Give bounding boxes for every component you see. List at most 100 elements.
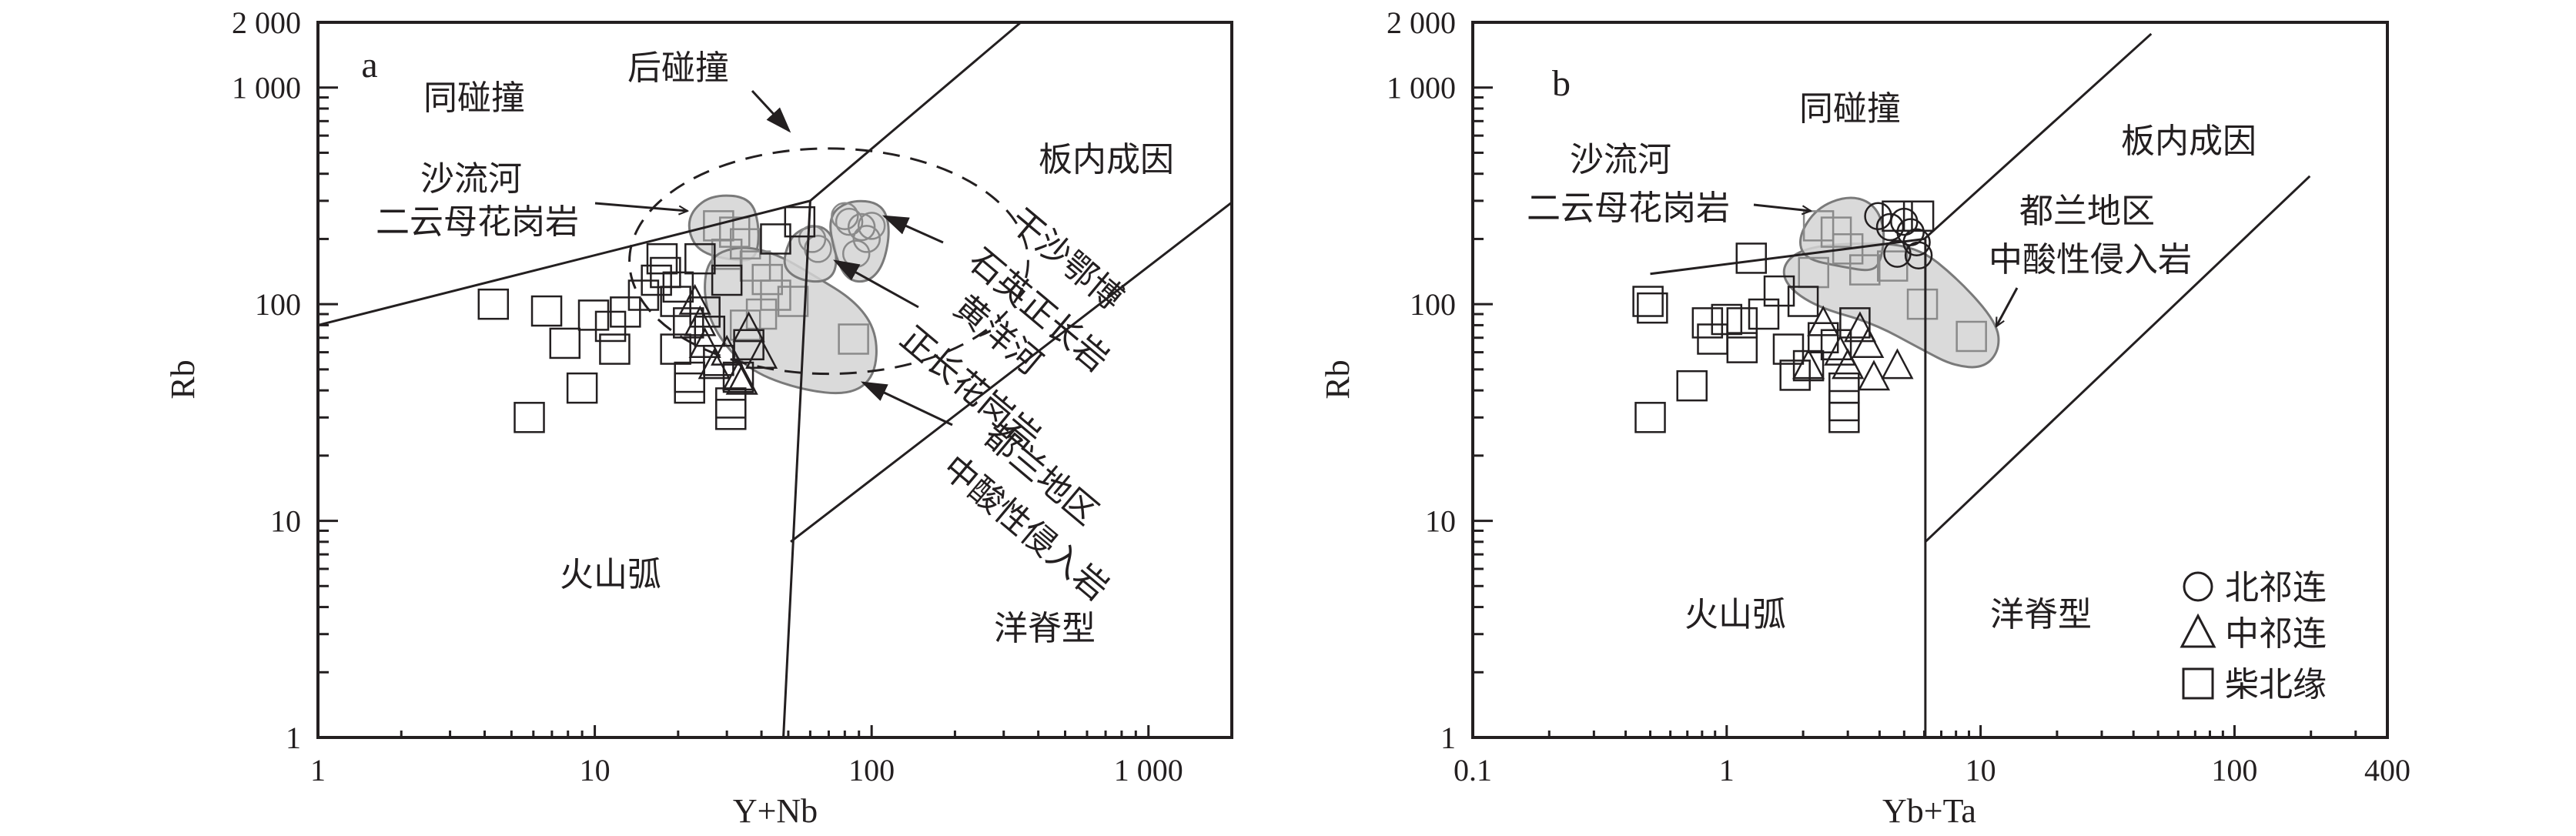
field-sample-square: [718, 216, 751, 248]
legend-item-central-qilian: 中祁连: [2180, 613, 2327, 654]
discrimination-boundary-line: [1923, 32, 2153, 240]
arrow-post-collision: [751, 89, 791, 133]
data-point-circle: [1904, 241, 1933, 269]
y-tick-label: 1 000: [1387, 71, 1456, 105]
y-tick-label: 2 000: [1387, 5, 1456, 40]
arrow-ganshaebo: [882, 215, 944, 244]
field-sample-square: [1820, 216, 1852, 248]
region-label-ocean-ridge: 洋脊型: [994, 609, 1096, 648]
circle-marker-icon: [2183, 571, 2213, 602]
arrow-dulan: [860, 381, 953, 426]
annotation-shaliuhe: 沙流河: [420, 159, 522, 199]
discrimination-boundary-line: [782, 200, 811, 738]
panel-label: b: [1552, 63, 1571, 104]
data-point-square: [711, 264, 743, 296]
data-point-square: [1902, 200, 1935, 232]
legend-label: 中祁连: [2225, 614, 2327, 654]
data-point-square: [1792, 349, 1825, 382]
x-tick-label: 1: [1719, 753, 1735, 788]
data-point-square: [715, 387, 747, 419]
data-point-square: [549, 327, 581, 359]
field-sample-square: [1955, 320, 1987, 353]
discrimination-boundary-line: [317, 199, 811, 326]
data-point-triangle: [1881, 348, 1914, 380]
arrow-dulan: [1995, 287, 2019, 326]
discrimination-boundary-line: [1924, 175, 2311, 543]
data-point-triangle: [684, 305, 717, 336]
region-label-volcanic-arc: 火山弧: [1684, 595, 1786, 634]
y-axis-label: Rb: [1319, 359, 1357, 399]
data-point-square: [674, 372, 705, 404]
data-point-square: [1634, 402, 1666, 433]
plot-frame: [316, 21, 1233, 739]
data-point-square: [1779, 359, 1811, 391]
region-label-post-collision: 后碰撞: [627, 48, 729, 88]
annotation-dulan-rock: 中酸性侵入岩: [1989, 240, 2192, 279]
data-point-square: [514, 402, 545, 433]
field-sample-circle: [835, 207, 864, 236]
plot-frame: [1471, 21, 2389, 739]
field-sample-square: [711, 239, 743, 270]
x-tick-label: 100: [2211, 753, 2257, 788]
panel-label: a: [361, 45, 377, 85]
data-point-square: [703, 344, 734, 376]
data-point-triangle: [1857, 359, 1891, 391]
field-sample-square: [745, 298, 778, 330]
data-point-square: [1748, 298, 1780, 330]
field-sample-square: [1802, 210, 1835, 242]
square-marker-icon: [2182, 667, 2214, 700]
y-tick-label: 1 000: [232, 71, 301, 105]
legend-label: 北祁连: [2225, 568, 2327, 607]
y-tick-label: 100: [255, 287, 301, 322]
annotation-dulan: 都兰地区: [2019, 192, 2155, 231]
data-point-triangle: [1807, 305, 1840, 336]
discrimination-boundary-line: [790, 201, 1233, 543]
data-point-square: [577, 299, 610, 331]
data-point-square: [1828, 402, 1860, 433]
field-sample-circle: [852, 225, 882, 253]
discrimination-boundary-line: [809, 21, 1022, 202]
field-sample-square: [751, 263, 783, 296]
region-label-ocean-ridge: 洋脊型: [1990, 595, 2092, 634]
arrow-huangyanghe: [833, 259, 919, 309]
data-point-square: [722, 361, 754, 393]
y-tick-label: 100: [1410, 287, 1456, 322]
field-sample-square: [1876, 250, 1909, 282]
data-point-triangle: [688, 327, 721, 359]
data-point-square: [1820, 329, 1852, 361]
data-point-square: [1882, 200, 1913, 232]
data-point-square: [477, 288, 510, 320]
data-point-square: [599, 333, 631, 365]
data-point-square: [1735, 242, 1768, 274]
x-tick-label: 10: [1965, 753, 1996, 788]
data-point-square: [1691, 307, 1724, 339]
data-point-circle: [1864, 202, 1892, 230]
reference-field: [1782, 242, 2000, 369]
data-point-triangle: [1843, 311, 1877, 343]
arrow-shaliuhe: [1753, 203, 1811, 211]
y-tick-label: 1: [1440, 721, 1456, 755]
data-point-square: [1632, 286, 1664, 317]
x-tick-label: 10: [580, 753, 611, 788]
data-point-square: [1676, 370, 1708, 402]
data-point-square: [566, 372, 598, 404]
region-label-volcanic-arc: 火山弧: [560, 555, 661, 594]
data-point-triangle: [725, 363, 758, 395]
data-point-triangle: [745, 338, 778, 369]
data-point-square: [715, 399, 747, 430]
region-label-syn-collision: 同碰撞: [1799, 89, 1901, 129]
field-sample-square: [1832, 233, 1864, 265]
data-point-circle: [1883, 239, 1912, 268]
data-point-square: [684, 242, 716, 275]
field-sample-square: [838, 323, 869, 355]
field-sample-square: [777, 286, 809, 317]
data-point-square: [733, 329, 764, 361]
boundary-lines: [317, 21, 1233, 738]
field-sample-circle: [831, 202, 859, 230]
y-tick-label: 1: [286, 721, 301, 755]
arrow-shaliuhe: [594, 202, 687, 211]
field-sample-square: [1849, 254, 1881, 286]
